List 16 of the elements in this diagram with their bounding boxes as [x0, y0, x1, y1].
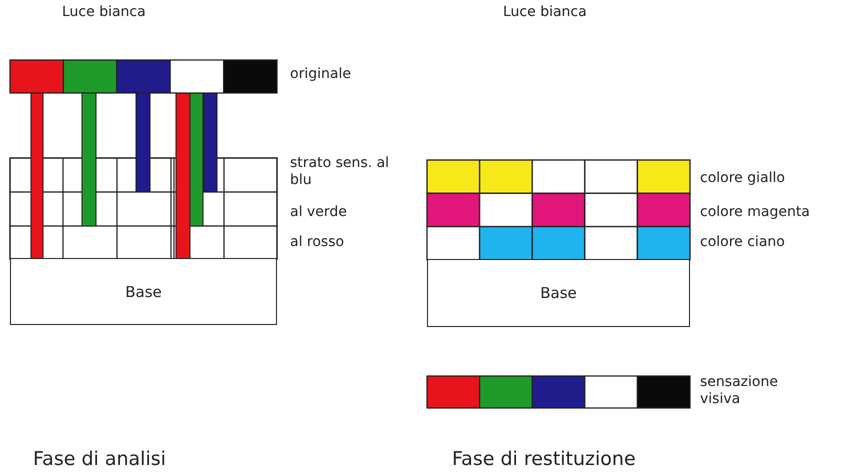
light-source-label: Luce bianca [503, 4, 587, 21]
layer-label: colore magenta [700, 204, 810, 221]
phase-caption: Fase di analisi [33, 451, 166, 468]
layer-label: Base [540, 284, 577, 302]
layer-label: Base [125, 282, 162, 300]
layer-label: colore ciano [700, 234, 785, 251]
layer-label: al rosso [290, 234, 344, 251]
base-layer-box [427, 259, 690, 327]
layer-label: strato sens. al blu [290, 155, 390, 189]
layer-label: sensazione visiva [700, 374, 779, 408]
light-source-label: Luce bianca [62, 4, 146, 21]
layer-label: al verde [290, 204, 347, 221]
layer-label: originale [290, 66, 351, 83]
phase-caption: Fase di restituzione [452, 451, 636, 468]
base-layer-box [10, 258, 277, 325]
layer-label: colore giallo [700, 170, 785, 187]
